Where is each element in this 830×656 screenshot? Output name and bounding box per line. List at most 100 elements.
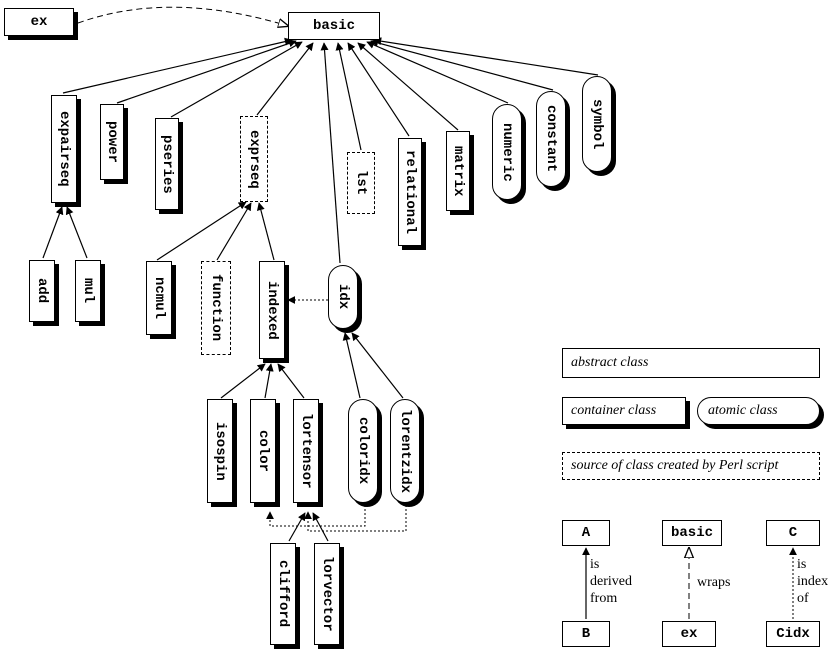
legend-container-label: container class: [571, 403, 657, 418]
legend-node-cidx: Cidx: [766, 621, 820, 647]
class-ncmul-label: ncmul: [151, 276, 167, 319]
class-mul: mul: [75, 260, 101, 322]
edge-mul-expairseq: [65, 206, 88, 259]
edge-indexed-exprseq: [256, 202, 275, 261]
legend-node-c-label: C: [788, 525, 798, 541]
edge-expairseq-basic: [62, 37, 293, 94]
legend-wraps-text: wraps: [697, 574, 730, 591]
edge-exprseq-basic: [256, 42, 314, 116]
legend-node-cidx-label: Cidx: [776, 626, 810, 642]
class-relational: relational: [398, 138, 422, 246]
edge-function-exprseq: [216, 202, 252, 261]
edge-color-indexed: [264, 363, 274, 399]
edge-matrix-basic: [357, 42, 459, 131]
edge-lorvector-lortensor: [312, 512, 329, 542]
edge-idx-basic: [320, 42, 341, 264]
class-coloridx-label: coloridx: [355, 417, 371, 485]
legend-atomic-label: atomic class: [708, 403, 778, 418]
class-lorentzidx: lorentzidx: [390, 399, 420, 503]
legend-node-basic-label: basic: [670, 525, 713, 541]
legend-perl-class: source of class created by Perl script: [562, 452, 820, 480]
edge-lorentzidx-lortensor: [304, 505, 407, 532]
class-lorvector: lorvector: [314, 543, 340, 645]
legend-node-ex-label: ex: [680, 626, 698, 642]
class-symbol-label: symbol: [589, 98, 605, 150]
class-lorentzidx-label: lorentzidx: [397, 408, 413, 493]
class-symbol: symbol: [582, 76, 612, 172]
edge-relational-basic: [347, 42, 410, 137]
legend-node-c: C: [766, 520, 820, 546]
class-power-label: power: [104, 120, 120, 163]
edge-coloridx-color: [266, 505, 366, 527]
legend-abstract-class: abstract class: [562, 348, 820, 378]
class-pseries-label: pseries: [159, 134, 175, 194]
edge-coloridx-idx: [342, 332, 361, 399]
edge-isospin-indexed: [220, 363, 266, 399]
class-lst-label: lst: [353, 170, 369, 196]
legend-index-text-1: is: [797, 557, 807, 572]
class-lortensor-label: lortensor: [298, 413, 314, 489]
class-add-label: add: [34, 278, 50, 304]
class-idx: idx: [328, 265, 358, 329]
class-exprseq-label: exprseq: [246, 129, 262, 189]
edge-lorentzidx-idx: [351, 332, 404, 399]
class-ex-label: ex: [30, 14, 48, 30]
edge-ncmul-exprseq: [156, 201, 247, 261]
class-matrix-label: matrix: [450, 145, 466, 197]
class-ncmul: ncmul: [146, 261, 172, 335]
class-add: add: [29, 260, 55, 322]
edge-add-expairseq: [42, 206, 64, 259]
class-exprseq: exprseq: [240, 116, 268, 202]
legend-atomic-class: atomic class: [697, 397, 820, 425]
class-ex: ex: [4, 8, 74, 36]
class-power: power: [100, 104, 124, 180]
class-isospin: isospin: [207, 399, 233, 503]
legend-node-a: A: [562, 520, 610, 546]
class-expairseq-label: expairseq: [56, 111, 72, 187]
class-numeric-label: numeric: [499, 122, 515, 182]
class-basic: basic: [288, 12, 380, 40]
class-lorvector-label: lorvector: [319, 556, 335, 632]
legend-perl-label: source of class created by Perl script: [571, 458, 779, 473]
edge-pseries-basic: [170, 41, 303, 118]
class-pseries: pseries: [155, 118, 179, 210]
class-lst: lst: [347, 152, 375, 214]
legend-derived-text-1: is: [590, 557, 600, 572]
legend-node-ex: ex: [662, 621, 716, 647]
edge-lortensor-indexed: [277, 363, 305, 399]
class-isospin-label: isospin: [212, 421, 228, 481]
edge-power-basic: [116, 39, 297, 104]
class-matrix: matrix: [446, 131, 470, 211]
class-numeric: numeric: [492, 104, 522, 200]
edge-clifford-lortensor: [288, 512, 306, 542]
class-expairseq: expairseq: [51, 95, 77, 203]
legend-node-b: B: [562, 621, 610, 647]
class-lortensor: lortensor: [293, 399, 319, 503]
class-indexed: indexed: [259, 261, 285, 359]
legend-derived-text-3: from: [590, 591, 618, 606]
class-color: color: [250, 399, 276, 503]
edge-symbol-basic: [373, 37, 599, 76]
class-clifford: clifford: [270, 543, 296, 645]
class-idx-label: idx: [335, 284, 351, 310]
legend-derived-text-2: derived: [590, 574, 632, 589]
legend-node-a-label: A: [581, 525, 591, 541]
legend-index-text: is index of: [797, 556, 828, 607]
class-relational-label: relational: [402, 149, 418, 234]
legend-index-text-2: index: [797, 574, 829, 589]
class-indexed-label: indexed: [264, 280, 280, 340]
class-function: function: [201, 261, 231, 355]
edge-constant-basic: [370, 39, 554, 91]
legend-container-class: container class: [562, 397, 686, 425]
legend-abstract-label: abstract class: [571, 355, 649, 370]
edge-ex-wraps-basic: [77, 6, 288, 26]
legend-derived-text: is derived from: [590, 556, 632, 607]
legend-node-b-label: B: [581, 626, 591, 642]
class-function-label: function: [208, 274, 224, 342]
legend-wraps-text-1: wraps: [697, 575, 731, 590]
class-mul-label: mul: [80, 278, 96, 304]
class-constant-label: constant: [543, 105, 559, 173]
legend-node-basic: basic: [662, 520, 722, 546]
edge-lst-basic: [335, 42, 362, 151]
